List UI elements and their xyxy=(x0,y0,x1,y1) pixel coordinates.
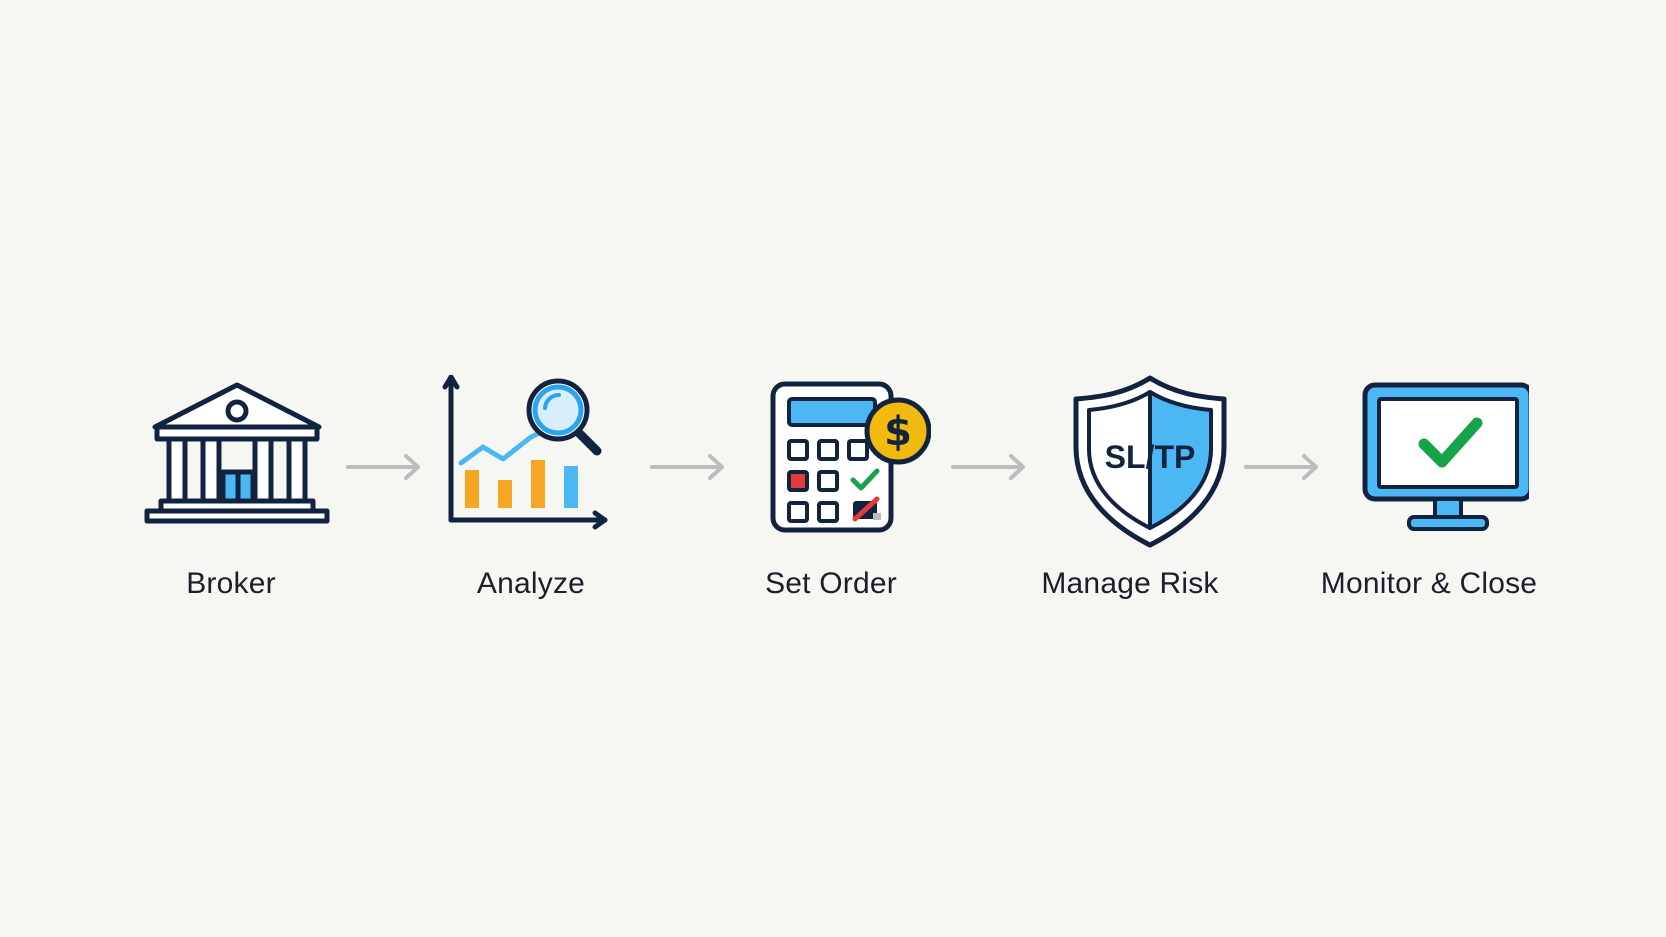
step-set-order: $ Set Order xyxy=(711,375,951,615)
shield-icon: SL/TP xyxy=(1073,375,1227,548)
svg-text:$: $ xyxy=(884,409,912,455)
arrow-right-icon xyxy=(650,454,724,480)
arrow-right-icon xyxy=(951,454,1025,480)
chart-magnifier-icon xyxy=(442,375,608,530)
step-analyze: Analyze xyxy=(411,375,651,615)
monitor-check-icon xyxy=(1362,382,1529,531)
step-label: Manage Risk xyxy=(1041,567,1219,600)
shield-badge-text: SL/TP xyxy=(1105,439,1196,475)
arrow-right-icon xyxy=(346,454,420,480)
arrow-right-icon xyxy=(1244,454,1318,480)
step-label: Set Order xyxy=(765,567,897,600)
step-label: Broker xyxy=(186,567,276,600)
step-label: Monitor & Close xyxy=(1320,567,1538,600)
step-broker: Broker xyxy=(111,375,351,615)
step-manage-risk: SL/TP Manage Risk xyxy=(1010,375,1250,615)
step-monitor-close: Monitor & Close xyxy=(1309,375,1549,615)
step-label: Analyze xyxy=(476,567,586,600)
calculator-dollar-icon: $ xyxy=(770,381,931,533)
bank-building-icon xyxy=(144,382,330,524)
